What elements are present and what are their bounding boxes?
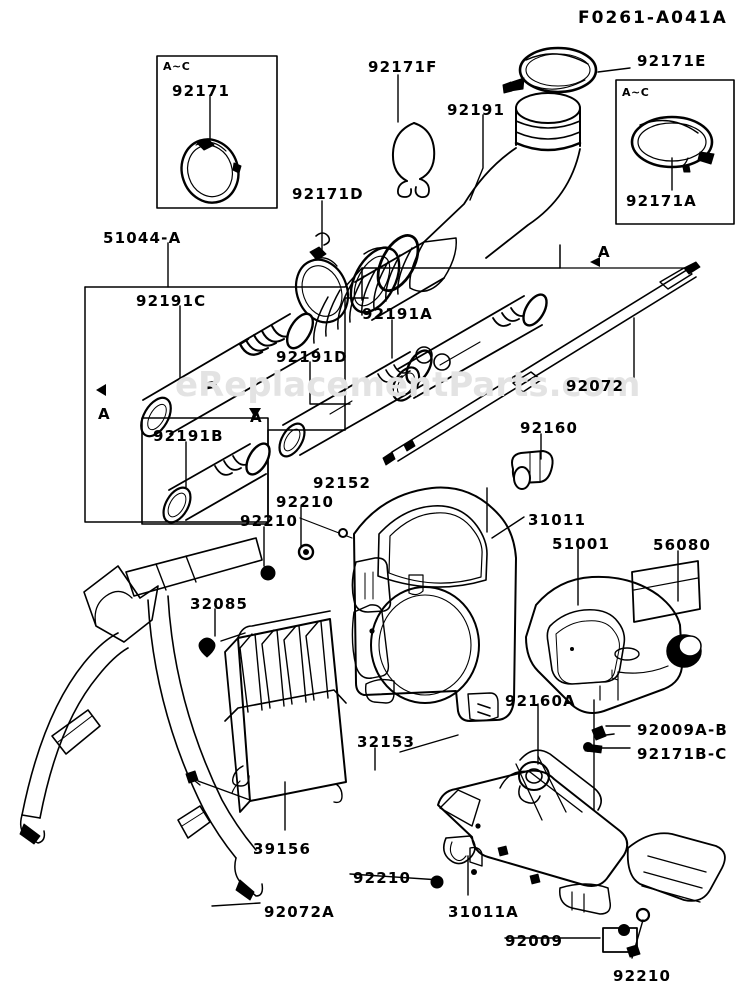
part-number-label: 51001	[552, 535, 611, 553]
part-number-label: 92072A	[264, 903, 335, 921]
part-number-label: 92160A	[505, 692, 576, 710]
part-number-label: 32153	[357, 733, 416, 751]
part-92191-hose	[313, 92, 582, 344]
part-92191a-tube	[391, 293, 548, 402]
part-label-92171: 92171	[172, 82, 231, 100]
inset-left-range: A~C	[163, 60, 191, 73]
part-number-label: 92210	[276, 493, 335, 511]
part-number-label: 92191C	[136, 292, 207, 310]
part-31011a-housing	[437, 749, 726, 915]
part-number-label: 92072	[566, 377, 625, 395]
part-51001-tank	[525, 575, 702, 714]
section-marker-a-1: A	[598, 243, 611, 261]
part-number-label: 31011	[528, 511, 587, 529]
section-marker-a-2: A	[98, 405, 111, 423]
part-number-label: 51044-A	[103, 229, 182, 247]
part-number-label: 92210	[353, 869, 412, 887]
section-arrow-markers	[96, 257, 600, 418]
leader-lines	[167, 67, 679, 959]
fastener-markers	[185, 528, 651, 958]
part-number-label: 92171B-C	[637, 745, 728, 763]
part-label-92171a: 92171A	[626, 192, 697, 210]
part-number-label: 92171D	[292, 185, 364, 203]
part-number-label: 32085	[190, 595, 249, 613]
part-number-label: 92191	[447, 101, 506, 119]
part-92072-cable	[382, 261, 701, 466]
part-92171e-clamp	[502, 46, 598, 94]
part-number-label: 92171F	[368, 58, 438, 76]
section-marker-a-3: A	[250, 408, 263, 426]
part-number-label: 39156	[253, 840, 312, 858]
part-92191b-tube	[162, 442, 271, 524]
inset-box-left	[156, 55, 278, 209]
part-56080-decal	[631, 560, 701, 623]
part-number-label: 92009A-B	[637, 721, 729, 739]
part-number-label: 92191A	[362, 305, 433, 323]
diagram-code: F0261-A041A	[578, 8, 728, 28]
part-number-label: 92160	[520, 419, 579, 437]
part-number-label: 31011A	[448, 903, 519, 921]
part-number-label: 92009	[505, 932, 564, 950]
part-number-label: 92191B	[153, 427, 224, 445]
part-number-label: 92171E	[637, 52, 707, 70]
group-bracket-51044a	[84, 286, 269, 523]
part-92191d-tube	[278, 349, 433, 458]
part-92191c-tube	[140, 312, 319, 438]
part-92171f-clip	[391, 122, 436, 199]
part-92171a-clamp	[630, 115, 715, 173]
part-number-label: 92210	[613, 967, 672, 985]
part-number-label: 92191D	[276, 348, 348, 366]
part-92160-grommet	[511, 450, 554, 490]
part-31011-housing	[299, 486, 517, 722]
part-number-label: 92210	[240, 512, 299, 530]
inset-box-right	[615, 79, 735, 225]
inset-right-range: A~C	[622, 86, 650, 99]
part-92171-clamp	[180, 138, 242, 204]
part-number-label: 92152	[313, 474, 372, 492]
part-number-label: 56080	[653, 536, 712, 554]
